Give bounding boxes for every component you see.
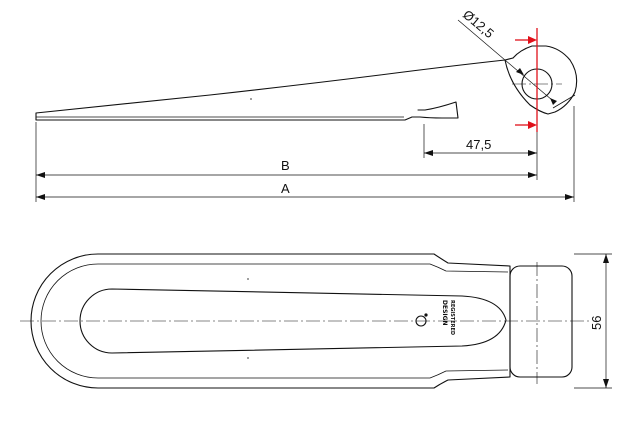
diameter-label: Ø12,5 bbox=[460, 7, 497, 41]
diameter-leader-line bbox=[457, 19, 553, 101]
diameter-arrow-lower bbox=[550, 98, 557, 105]
hinge-knuckle-inner bbox=[552, 94, 576, 109]
length-b-label: B bbox=[281, 158, 290, 173]
logo-mark-icon bbox=[415, 315, 427, 327]
top-view: DESIGN REGISTERED 56 bbox=[20, 253, 612, 389]
length-a-arrow-right bbox=[565, 194, 574, 200]
design-registered-logo: DESIGN REGISTERED bbox=[415, 300, 455, 335]
logo-line-1: DESIGN bbox=[441, 300, 448, 326]
side-view-outline bbox=[35, 57, 514, 121]
top-view-outer-outline bbox=[30, 253, 511, 389]
logo-mark-dot-icon bbox=[424, 313, 428, 317]
section-arrow-bottom-head bbox=[528, 121, 537, 129]
width-label: 56 bbox=[589, 316, 604, 330]
length-b-arrow-right bbox=[528, 172, 537, 178]
offset-label: 47,5 bbox=[466, 137, 491, 152]
length-a-arrow-left bbox=[36, 194, 45, 200]
section-arrow-top-head bbox=[528, 36, 537, 44]
top-view-inner-outline bbox=[40, 263, 509, 379]
hinge-knuckle-outline bbox=[504, 45, 578, 115]
width-arrow-top bbox=[603, 254, 609, 263]
length-b-arrow-left bbox=[36, 172, 45, 178]
side-view: Ø12,5 47,5 B A bbox=[35, 7, 578, 202]
offset-arrow-left bbox=[424, 150, 433, 156]
offset-arrow-right bbox=[528, 150, 537, 156]
top-view-knuckle bbox=[509, 265, 573, 378]
diameter-arrow-upper bbox=[516, 68, 524, 75]
width-arrow-bottom bbox=[603, 379, 609, 388]
top-view-slot bbox=[79, 288, 507, 354]
length-a-label: A bbox=[281, 181, 290, 196]
logo-line-2: REGISTERED bbox=[449, 300, 455, 335]
